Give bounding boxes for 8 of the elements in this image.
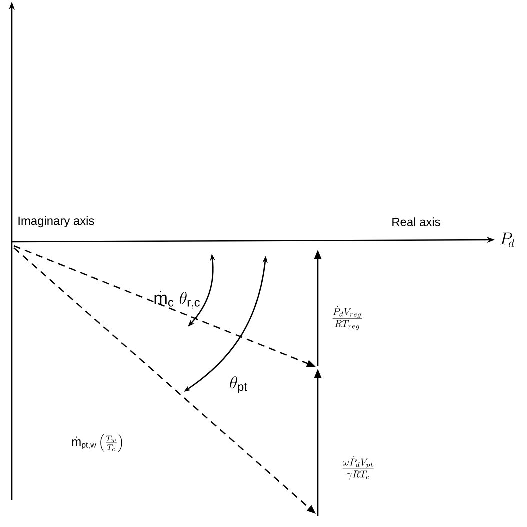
formula-label: $\theta_{\mathrm{pt}}$	[230, 376, 248, 394]
axis-label: Imaginary axis	[18, 216, 94, 228]
formula-label: $\dot{\mathrm{m}}_{\mathrm{pt,w}}\left(\frac{T_w}{T_c}\right)$	[72, 434, 122, 452]
axis-label: Real axis	[392, 218, 440, 226]
formula-label: $P_{\!d}$	[500, 232, 515, 248]
formula-label: $\frac{\dot{P}_d V_{reg}}{RT_{reg}}$	[332, 306, 362, 330]
formula-label: $\dot{\mathrm{m}}_{\mathrm{c}}\;\theta_{\mathrm{r,c}}$	[154, 290, 200, 310]
formula-label: $\frac{\omega \dot{P}_d V_{pt}}{\gamma R T_c}$	[342, 456, 374, 480]
